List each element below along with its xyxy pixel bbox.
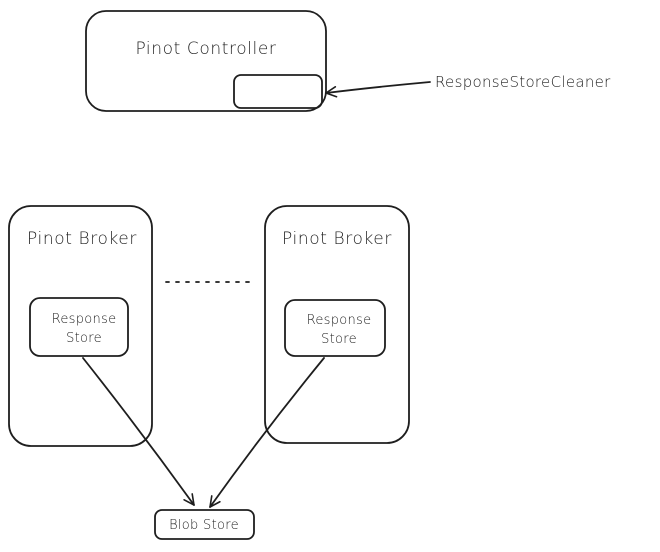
blob-store-box <box>154 509 255 540</box>
response-store-left-box <box>29 297 129 357</box>
response-store-right-line1: Response <box>307 313 372 328</box>
blob-store: Blob Store <box>154 509 255 540</box>
pinot-controller-title: Pinot Controller <box>135 39 276 59</box>
pinot-broker-right-box <box>264 205 410 444</box>
response-store-cleaner-label: ResponseStoreCleaner <box>435 73 611 91</box>
pinot-broker-left-title: Pinot Broker <box>27 229 137 249</box>
pinot-controller-box <box>85 10 327 112</box>
right-store-to-blob-arrow <box>209 357 325 508</box>
response-store-left-line1: Response <box>52 312 117 327</box>
response-store-cleaner-arrow <box>325 81 431 98</box>
left-store-to-blob-arrow <box>82 357 195 506</box>
pinot-broker-right-title: Pinot Broker <box>282 229 392 249</box>
response-store-cleaner-box <box>233 74 323 109</box>
pinot-broker-left-box <box>8 205 153 447</box>
response-store-left-line2: Store <box>66 331 102 346</box>
pinot-controller: Pinot Controller <box>85 10 327 112</box>
pinot-broker-left: Pinot Broker Response Store <box>8 205 153 447</box>
pinot-broker-right: Pinot Broker Response Store <box>264 205 410 444</box>
response-store-right-line2: Store <box>321 332 357 347</box>
response-store-right-box <box>284 299 386 357</box>
blob-store-label: Blob Store <box>169 518 239 533</box>
